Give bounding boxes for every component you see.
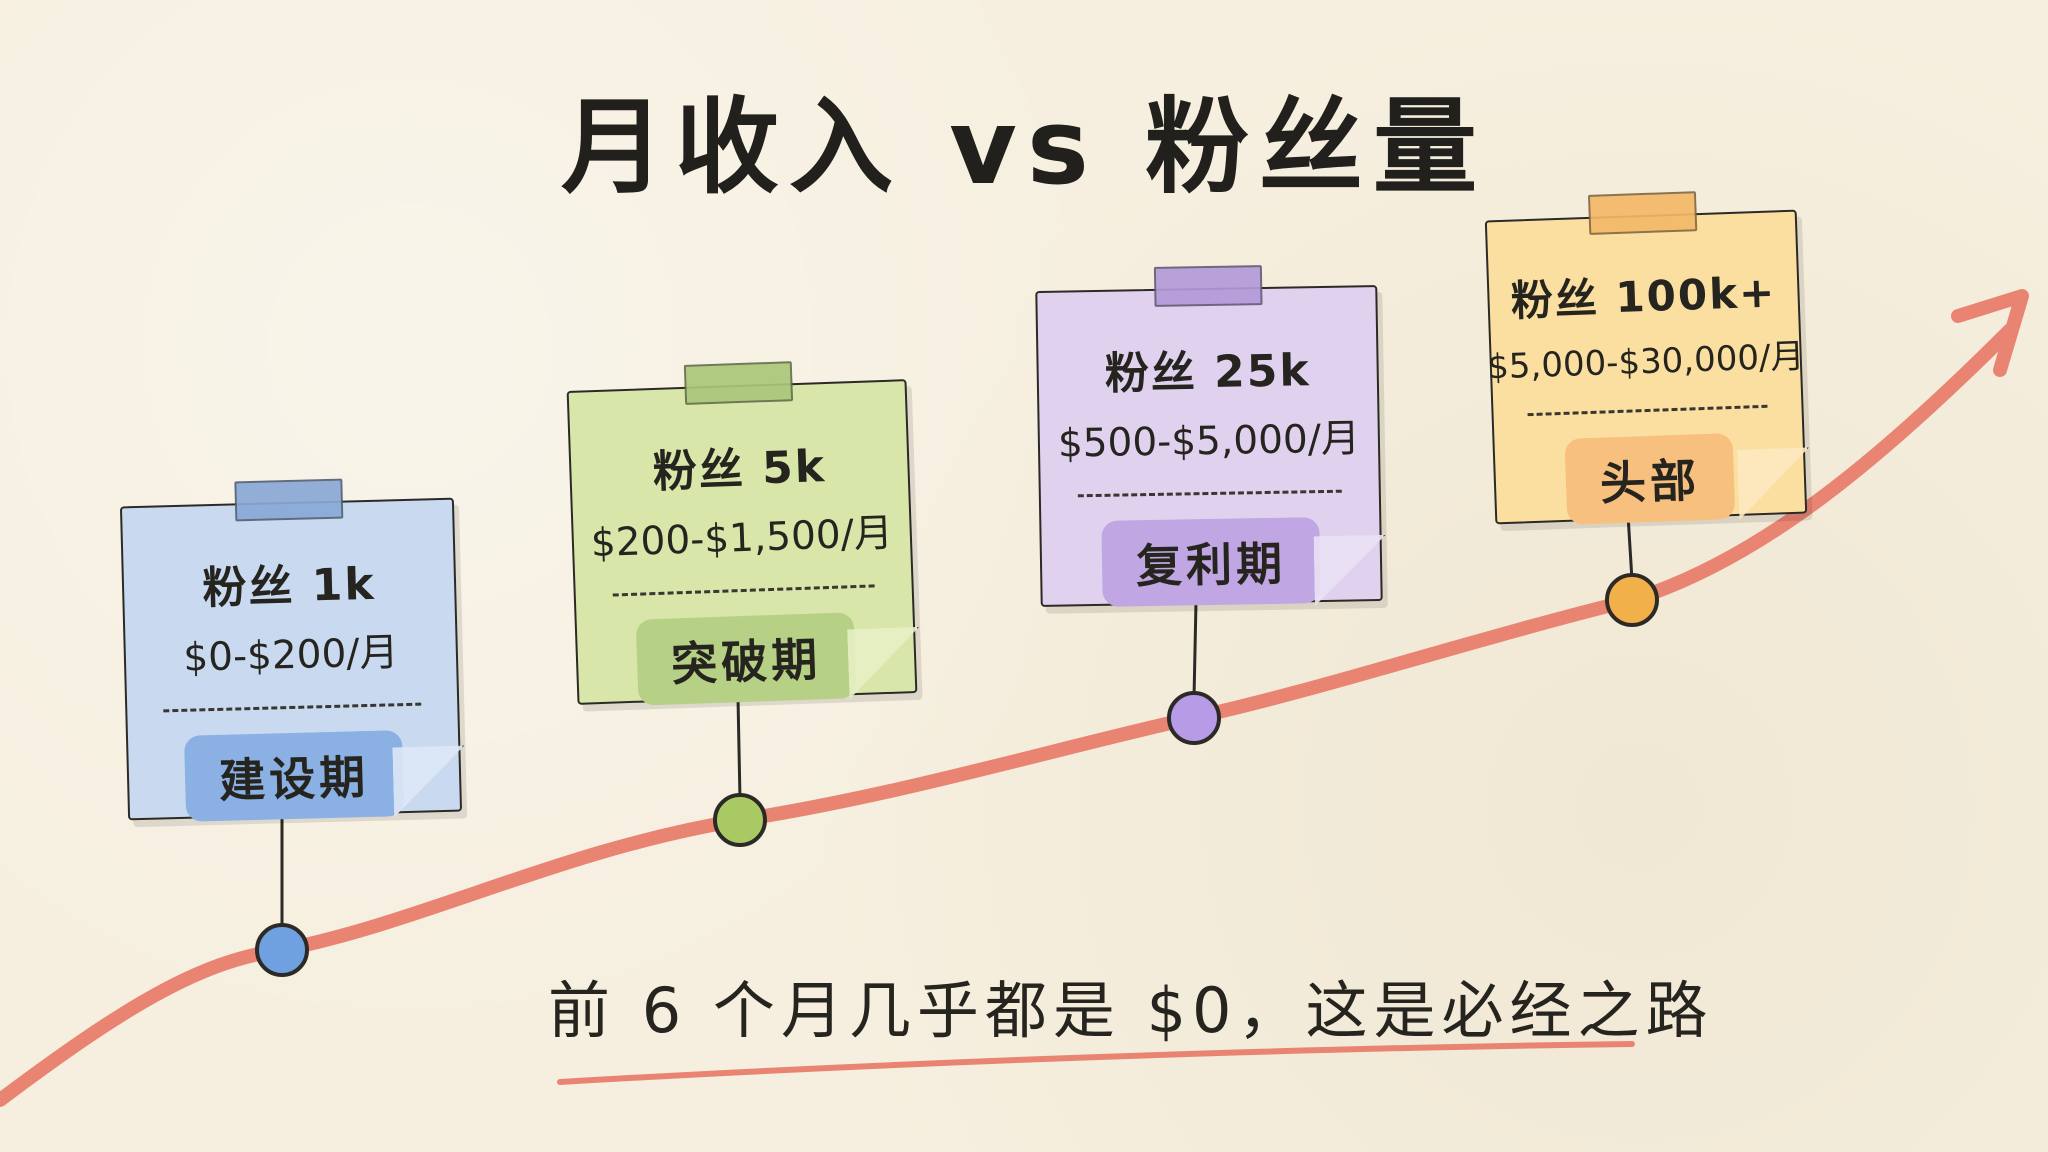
stage-4-fans: 粉丝 100k+ bbox=[1510, 267, 1778, 326]
arrow-head-icon bbox=[1951, 289, 2029, 377]
divider bbox=[612, 584, 875, 597]
stage-4-income: $5,000-$30,000/月 bbox=[1486, 336, 1806, 388]
stage-2-marker bbox=[713, 793, 767, 847]
stage-3-marker bbox=[1167, 691, 1221, 745]
divider bbox=[1078, 489, 1342, 498]
page-curl-icon bbox=[847, 627, 921, 699]
stage-1-note: 粉丝 1k $0-$200/月 建设期 bbox=[119, 478, 462, 822]
stage-3-phase-badge: 复利期 bbox=[1101, 517, 1321, 607]
stage-4-connector bbox=[1626, 514, 1634, 581]
page-title: 月收入 vs 粉丝量 bbox=[560, 86, 1488, 208]
stage-3-income: $500-$5,000/月 bbox=[1057, 416, 1361, 467]
divider bbox=[1527, 404, 1768, 417]
stage-4-note: 粉丝 100k+ $5,000-$30,000/月 头部 bbox=[1484, 191, 1807, 525]
stage-3-connector bbox=[1192, 601, 1198, 699]
stage-4-phase-badge: 头部 bbox=[1564, 433, 1736, 525]
tape-icon bbox=[683, 361, 794, 405]
stage-2-fans: 粉丝 5k bbox=[652, 441, 827, 499]
stage-1-marker bbox=[255, 923, 309, 977]
page-curl-icon bbox=[1737, 447, 1811, 519]
stage-2-phase-badge: 突破期 bbox=[635, 612, 857, 706]
stage-2-note: 粉丝 5k $200-$1,500/月 突破期 bbox=[566, 361, 921, 706]
footnote-underline bbox=[557, 1041, 1635, 1085]
footnote-text: 前 6 个月几乎都是 $0，这是必经之路 bbox=[548, 974, 1714, 1047]
stage-1-phase-badge: 建设期 bbox=[183, 730, 405, 822]
page-curl-icon bbox=[1314, 535, 1387, 606]
stage-1-fans: 粉丝 1k bbox=[201, 558, 377, 615]
divider bbox=[163, 702, 421, 713]
stage-2-income: $200-$1,500/月 bbox=[590, 510, 894, 567]
stage-3-fans: 粉丝 25k bbox=[1104, 345, 1312, 400]
page-curl-icon bbox=[392, 745, 466, 817]
tape-icon bbox=[234, 478, 344, 522]
stage-2-connector bbox=[736, 697, 742, 801]
tape-icon bbox=[1153, 265, 1263, 307]
stage-4-marker bbox=[1605, 573, 1659, 627]
tape-icon bbox=[1587, 191, 1698, 235]
stage-3-note: 粉丝 25k $500-$5,000/月 复利期 bbox=[1035, 265, 1382, 607]
stage-1-income: $0-$200/月 bbox=[182, 630, 400, 681]
